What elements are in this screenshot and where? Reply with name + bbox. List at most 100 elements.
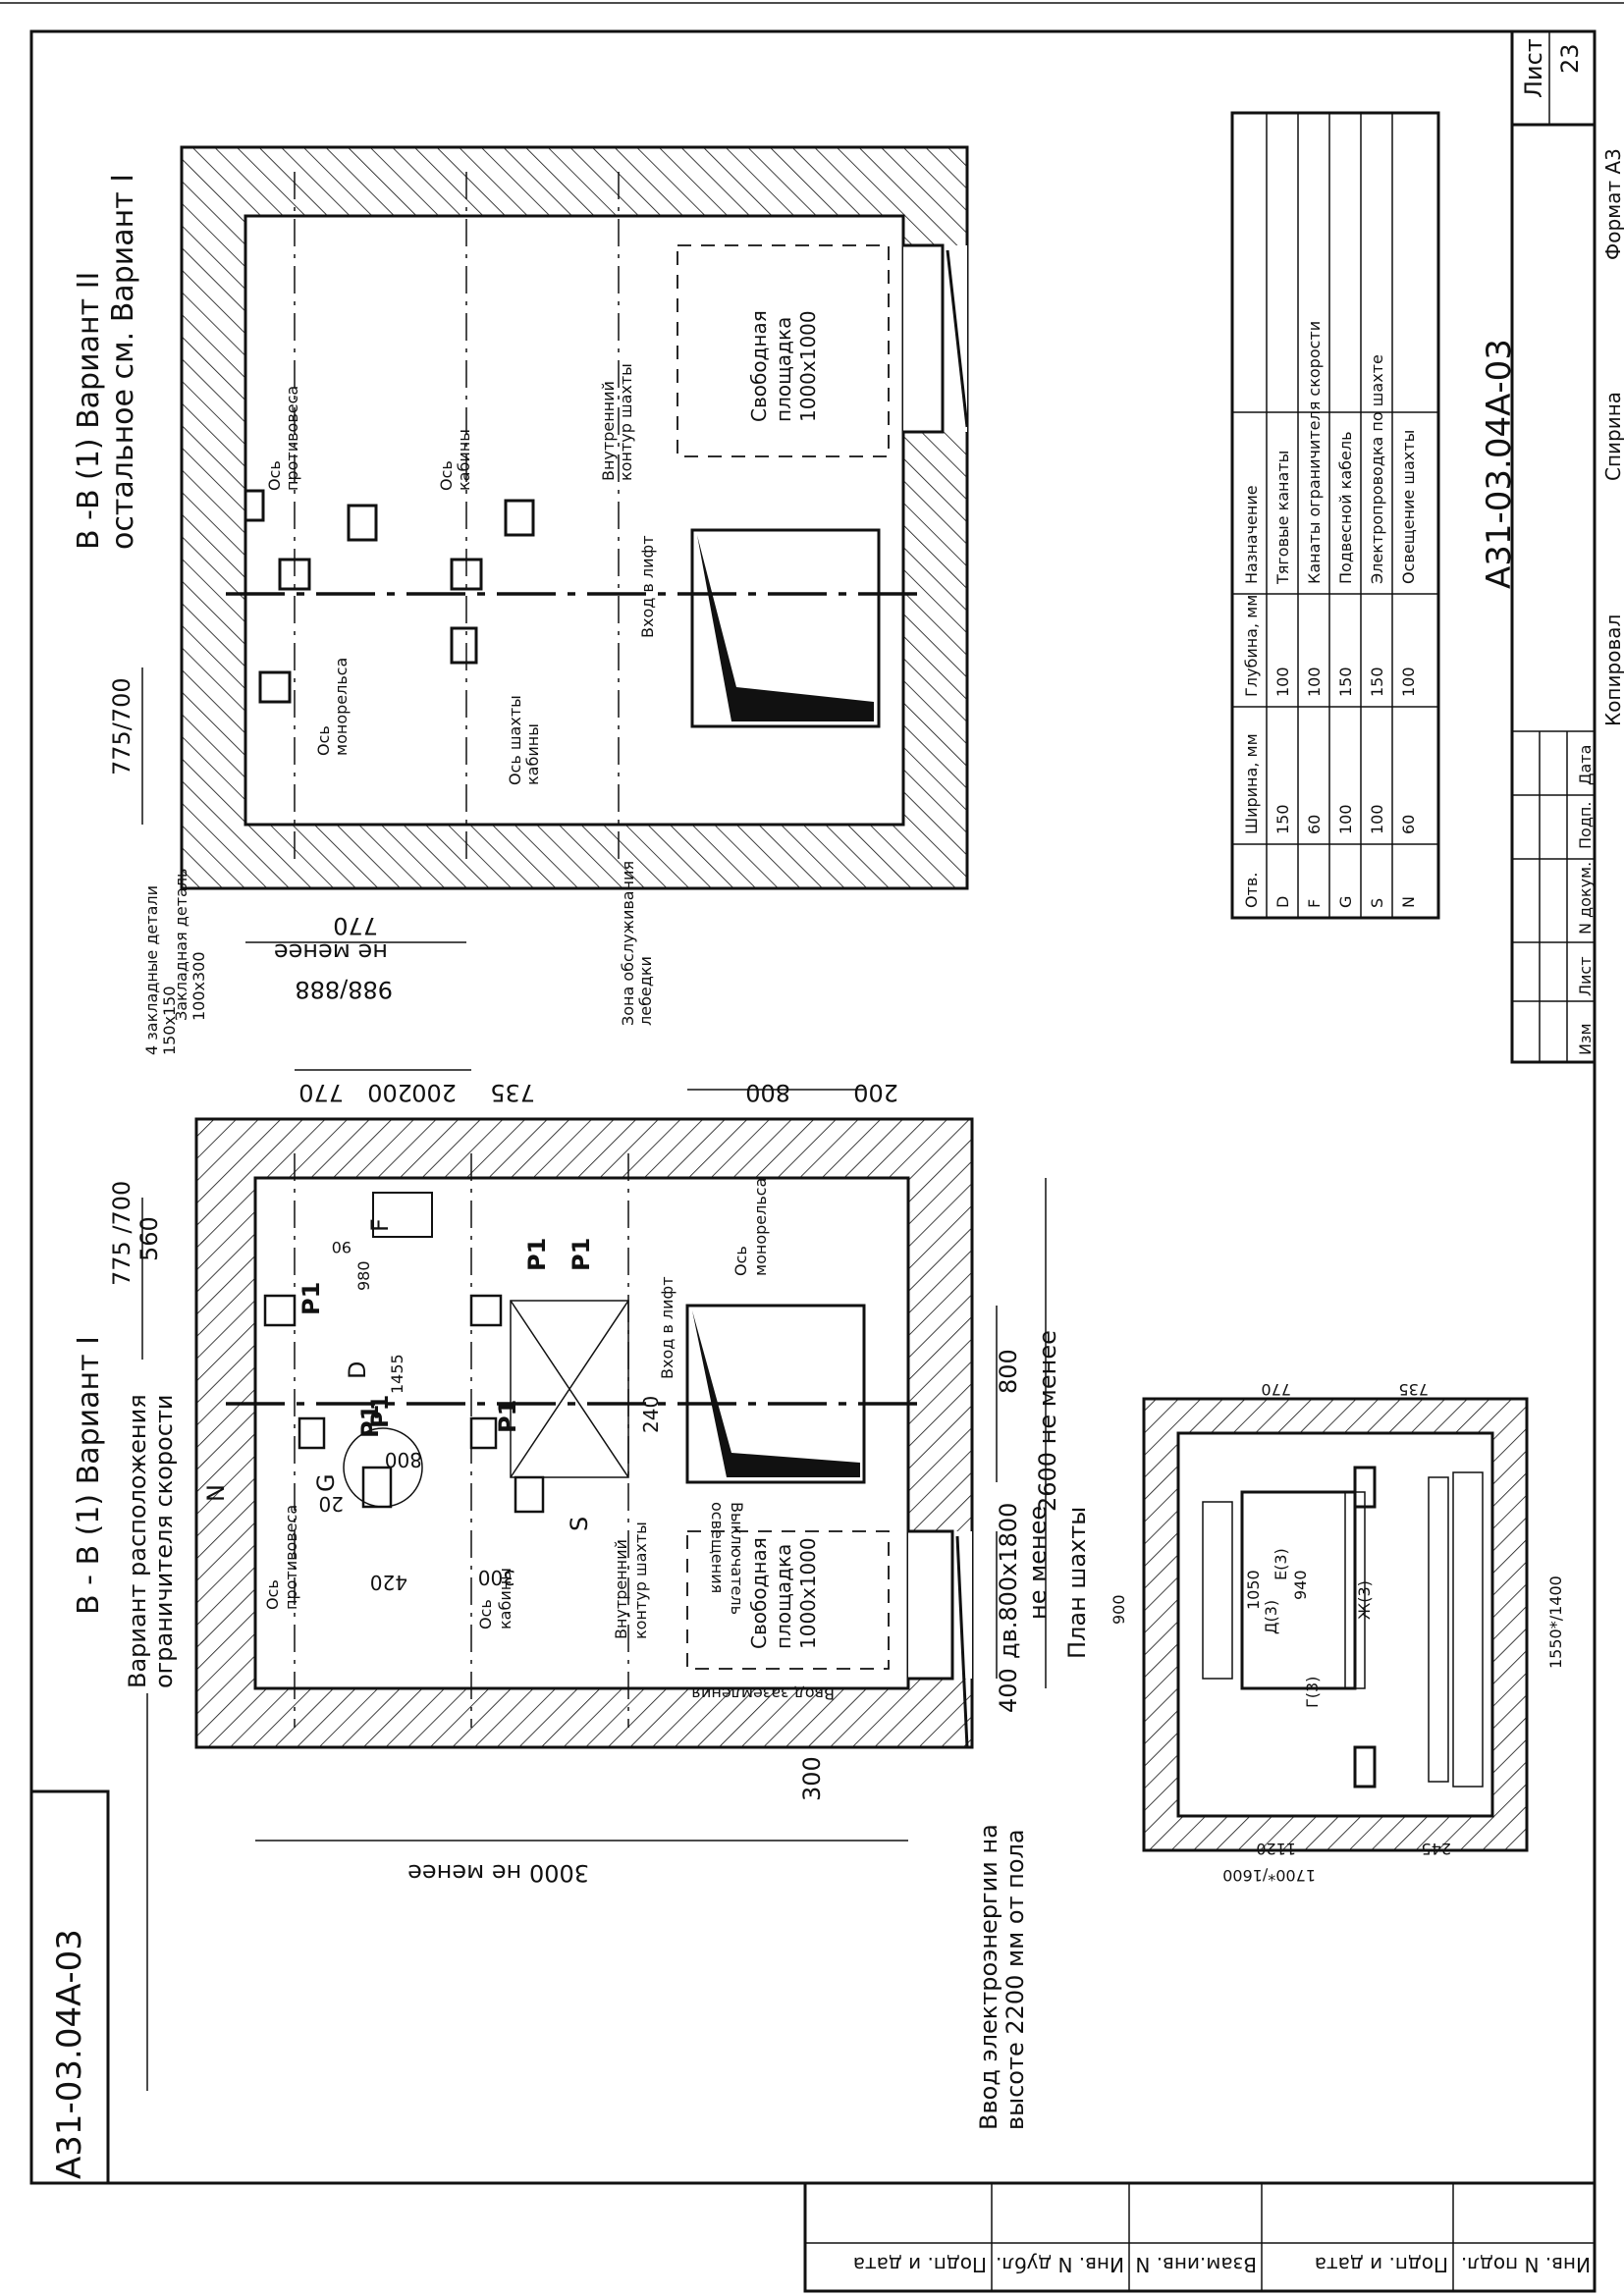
variant1-plan: Свободная площадка 1000х1000 N G S D F P… — [72, 861, 1061, 2130]
table-header: Глубина, мм — [1242, 595, 1261, 697]
dim-980: 980 — [354, 1260, 373, 1291]
dim-90: 90 — [332, 1238, 352, 1256]
letter-G: G — [312, 1473, 340, 1492]
table-header: Назначение — [1242, 485, 1261, 584]
table-header: Ширина, мм — [1242, 733, 1261, 834]
mono-axis-1: Ось — [731, 1246, 750, 1276]
emb4: 4 закладные детали — [142, 885, 161, 1055]
free-area-1 — [686, 1530, 890, 1670]
left-title-strip: А31-03.04А-03 — [29, 1789, 110, 2185]
plan-d245: 245 — [1421, 1840, 1451, 1858]
dim-735: 735 — [490, 1079, 535, 1106]
plan-d1550: 1550*/1400 — [1546, 1575, 1565, 1669]
v2-inner-contour: Внутренний — [599, 381, 618, 481]
dim-775: 775 /700 — [108, 1181, 135, 1286]
dim-200c: 200 — [853, 1079, 898, 1106]
p-label: P1 — [568, 1238, 595, 1271]
dim-2600: 2600 не менее — [1034, 1330, 1061, 1512]
table-cell: 150 — [1336, 667, 1355, 697]
plan-d1120: 1120 — [1256, 1840, 1296, 1858]
free-area-1-l1: Свободная — [747, 1537, 771, 1649]
emb4b: 150х150 — [160, 986, 179, 1055]
plan-d1700: 1700*/1600 — [1222, 1866, 1316, 1885]
plan-mark: Е(3) — [1272, 1548, 1290, 1580]
p-label: P1 — [366, 1395, 394, 1428]
free-area-1-l2: площадка — [772, 1544, 795, 1649]
variant1-title: В - В (1) Вариант I — [72, 1336, 106, 1615]
dim-560: 560 — [135, 1216, 163, 1261]
letter-F: F — [366, 1218, 394, 1232]
v2-dim-988: 988/888 — [295, 976, 393, 1003]
free-area-2-l2: площадка — [772, 317, 795, 422]
plan-mark: Г(3) — [1303, 1677, 1322, 1708]
v2-mono-axis: Ось — [314, 725, 333, 756]
side-cell: Инв. N дубл. — [996, 2253, 1124, 2276]
side-cell: Взам.инв. N — [1135, 2253, 1257, 2276]
table-cell: D — [1273, 896, 1292, 908]
v2-shaft-axis-b: кабины — [523, 723, 542, 785]
variant2-subtitle: остальное см. Вариант I — [106, 174, 140, 550]
stamp-col-sign: Подп. — [1576, 802, 1595, 849]
table-cell: S — [1368, 898, 1386, 908]
table-cell: 100 — [1368, 804, 1386, 834]
openings-table — [1230, 111, 1440, 920]
sheet-label: Лист — [1520, 38, 1547, 98]
car-axis-1b: кабины — [496, 1568, 514, 1629]
plan-d900: 900 — [1110, 1594, 1128, 1625]
inner-contour-1: Внутренний — [612, 1539, 630, 1639]
doc-code-left: А31-03.04А-03 — [50, 1929, 89, 2179]
free-area-2-l1: Свободная — [747, 310, 771, 422]
shaft-plan-title: План шахты — [1063, 1507, 1091, 1659]
car-axis-1: Ось — [476, 1599, 495, 1629]
table-header: Отв. — [1242, 873, 1261, 908]
doc-code: А31-03.04А-03 — [1480, 339, 1519, 589]
winch-zone-b: лебедки — [636, 956, 655, 1026]
v2-mono-axis-b: монорельса — [332, 658, 351, 756]
plan-d1050: 1050 — [1244, 1570, 1263, 1610]
governor-note-2: ограничителя скорости — [150, 1394, 178, 1688]
letter-S: S — [566, 1517, 593, 1531]
dim-800: 800 — [995, 1349, 1022, 1394]
table-cell: Электропроводка по шахте — [1368, 354, 1386, 584]
table-cell: Освещение шахты — [1399, 430, 1418, 584]
variant2-title: В -В (1) Вариант II — [72, 272, 106, 550]
table-cell: 100 — [1273, 667, 1292, 697]
dim-770: 770 — [298, 1079, 344, 1106]
p-label: P1 — [298, 1282, 325, 1315]
table-cell: 100 — [1399, 667, 1418, 697]
table-cell: 100 — [1336, 804, 1355, 834]
mono-axis-1b: монорельса — [751, 1178, 770, 1276]
dim-200a: 200 — [367, 1079, 412, 1106]
variant2-plan: Свободная площадка 1000х1000 В -В (1) Ва… — [72, 145, 969, 1003]
format: Формат А3 — [1601, 148, 1624, 260]
shaft-plan: План шахты 900 1050 940 1550*/1400 1700*… — [1063, 1380, 1565, 1885]
table-cell: F — [1305, 899, 1324, 908]
light-switch-1b: освещения — [708, 1502, 727, 1593]
dim-3000: 3000 не менее — [407, 1859, 589, 1887]
dim-300b: 300 — [478, 1566, 515, 1589]
side-stamp: Инв. N подл. Подп. и дата Взам.инв. N Ин… — [803, 2181, 1597, 2293]
p-label: P1 — [523, 1238, 551, 1271]
table-cell: G — [1336, 896, 1355, 908]
dim-400: 400 — [995, 1668, 1022, 1713]
letter-N: N — [202, 1484, 230, 1502]
emb1: Закладная деталь — [172, 869, 190, 1021]
p-label: P1 — [494, 1400, 521, 1433]
title-left: Спирина — [1601, 392, 1624, 481]
stamp-col-izm: Изм — [1576, 1023, 1595, 1055]
v2-car-axis: Ось — [437, 460, 456, 491]
cw-axis-1b: противовеса — [282, 1505, 300, 1610]
table-cell: Канаты ограничителя скорости — [1305, 321, 1324, 584]
dim-door2: не менее — [1024, 1506, 1052, 1620]
stamp-col-doc: N докум. — [1576, 862, 1595, 934]
table-cell: 60 — [1399, 815, 1418, 834]
winch-zone: Зона обслуживания — [619, 861, 637, 1026]
stamp-col-date: Дата — [1576, 745, 1595, 785]
letter-D: D — [344, 1362, 371, 1379]
dim-800b: 800 — [745, 1079, 790, 1106]
dim-200b: 200 — [411, 1079, 457, 1106]
plan-mark: Д(3) — [1262, 1600, 1280, 1634]
plan-d770: 770 — [1261, 1380, 1291, 1399]
table-cell: Тяговые канаты — [1273, 451, 1292, 585]
